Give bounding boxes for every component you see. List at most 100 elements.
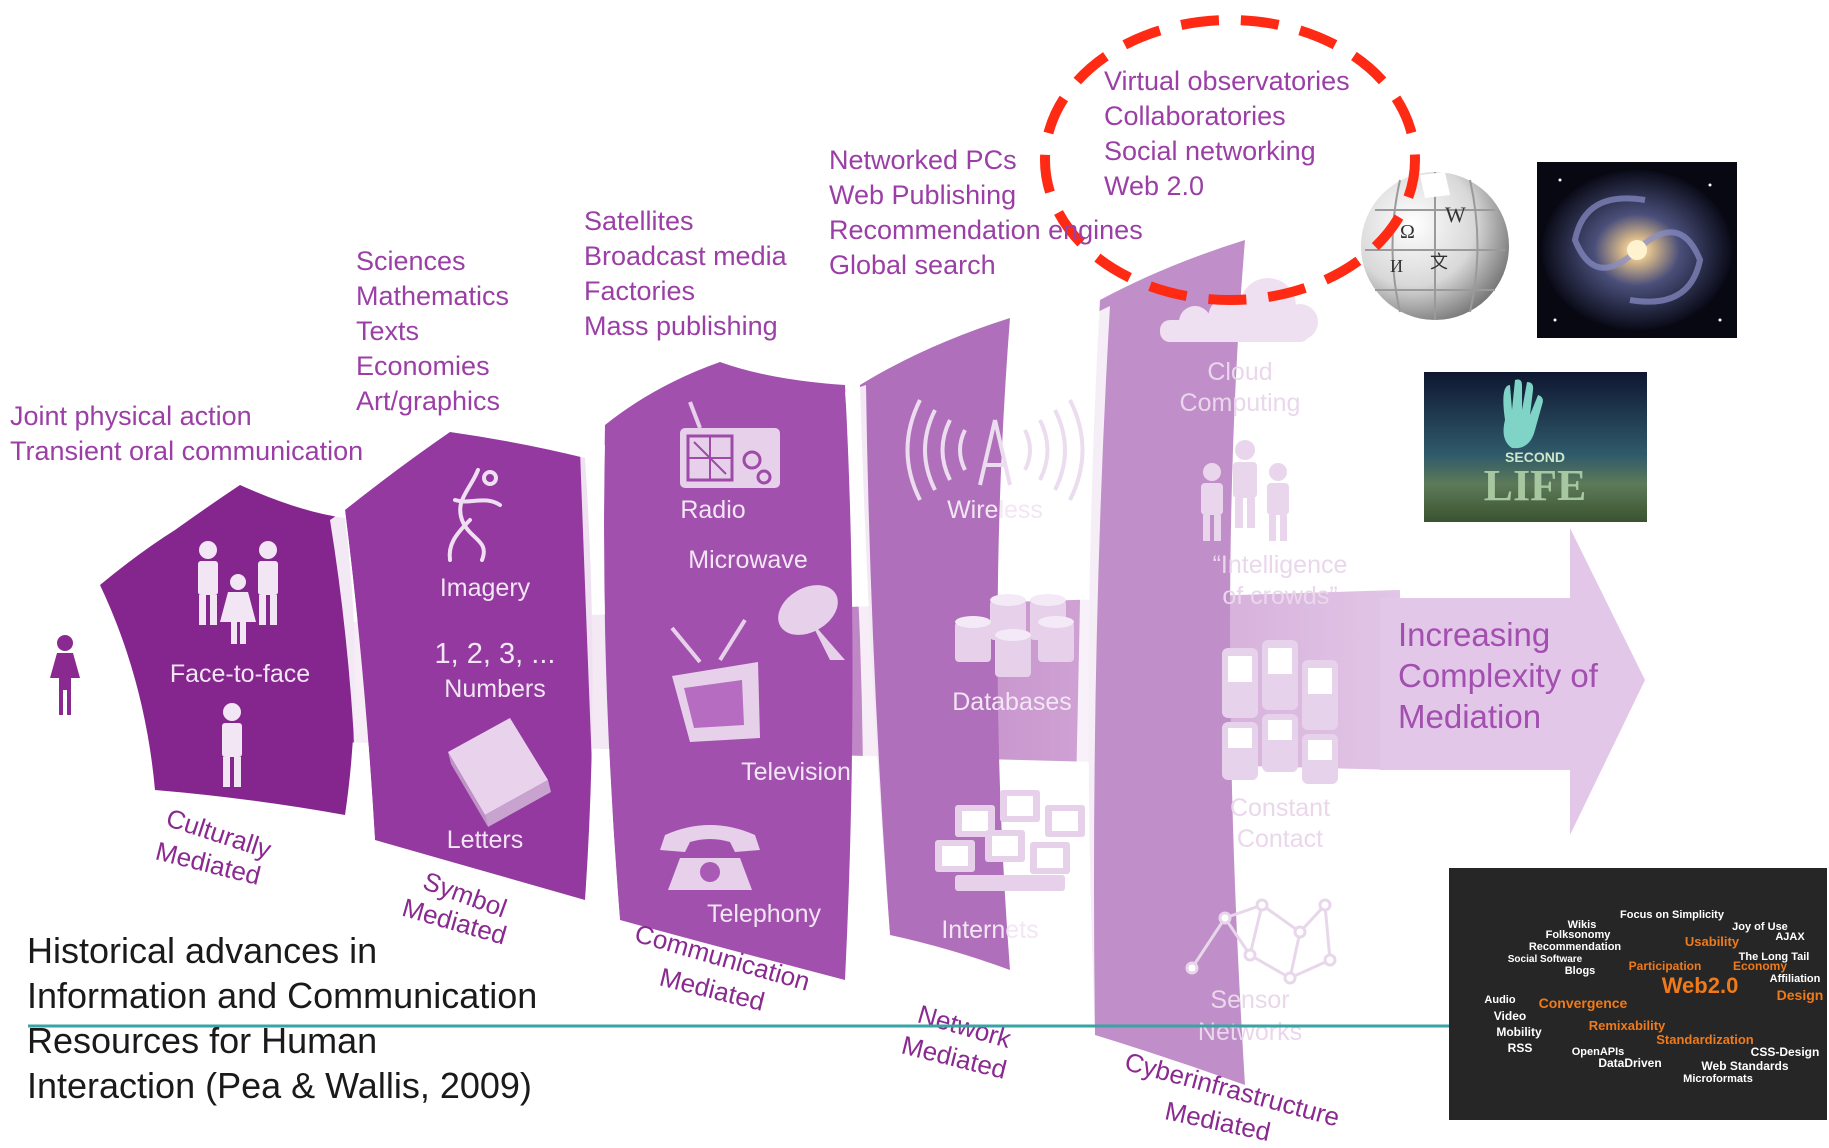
- tag-cloud-word: Social Software: [1508, 954, 1583, 965]
- second-life-image: SECOND LIFE: [1424, 372, 1647, 522]
- computers-icon: [935, 790, 1085, 891]
- complexity-arrow: [1380, 528, 1645, 835]
- tag-cloud-word: Design: [1777, 987, 1824, 1003]
- tag-cloud-word: OpenAPIs: [1572, 1046, 1625, 1058]
- column-3-line: Factories: [584, 276, 696, 306]
- column-5-line: Web 2.0: [1104, 171, 1205, 201]
- svg-text:W: W: [1445, 202, 1466, 227]
- label-imagery: Imagery: [440, 574, 531, 602]
- panel-cyberinfrastructure: [1088, 240, 1245, 1085]
- column-1-line: Transient oral communication: [10, 436, 364, 466]
- column-5-line: Virtual observatories: [1104, 66, 1350, 96]
- tag-cloud-word: Folksonomy: [1546, 929, 1612, 941]
- tag-cloud-word: The Long Tail: [1739, 951, 1810, 963]
- tag-cloud-word: Recommendation: [1529, 941, 1622, 953]
- column-4-text: Networked PCs Web Publishing Recommendat…: [829, 143, 1143, 283]
- tag-cloud-word: Audio: [1484, 994, 1515, 1006]
- label-numbers: Numbers: [444, 675, 545, 703]
- column-5-line: Collaboratories: [1104, 101, 1286, 131]
- imagery-icon: [447, 468, 502, 562]
- label-contact-1: Constant: [1230, 794, 1330, 822]
- highlight-oval: [1040, 15, 1420, 305]
- label-microwave: Microwave: [688, 546, 807, 574]
- label-sensor-1: Sensor: [1210, 986, 1289, 1014]
- column-4-line: Recommendation engines: [829, 215, 1143, 245]
- column-3-text: Satellites Broadcast media Factories Mas…: [584, 204, 787, 344]
- tag-cloud-word: Web2.0: [1662, 973, 1739, 998]
- tag-cloud-word: Blogs: [1565, 965, 1596, 977]
- label-sensor-2: Networks: [1198, 1018, 1302, 1046]
- column-3-line: Mass publishing: [584, 311, 778, 341]
- column-4-line: Web Publishing: [829, 180, 1017, 210]
- tag-cloud-word: Convergence: [1539, 995, 1628, 1011]
- svg-text:LIFE: LIFE: [1484, 461, 1587, 510]
- label-crowds-1: “Intelligence: [1213, 551, 1348, 579]
- column-1-line: Joint physical action: [10, 401, 252, 431]
- book-icon: [448, 718, 551, 827]
- label-numbers-glyph: 1, 2, 3, ...: [435, 638, 556, 670]
- column-2-line: Art/graphics: [356, 386, 501, 416]
- crowd-icon: [1201, 440, 1289, 541]
- tag-cloud-word: Focus on Simplicity: [1620, 909, 1725, 921]
- tag-cloud-word: Web Standards: [1701, 1059, 1788, 1073]
- column-4-line: Global search: [829, 250, 996, 280]
- column-2-line: Mathematics: [356, 281, 510, 311]
- galaxy-image: [1537, 162, 1737, 338]
- tag-cloud-word: Affiliation: [1770, 973, 1821, 985]
- column-5-line: Social networking: [1104, 136, 1316, 166]
- label-cloud-2: Computing: [1180, 389, 1301, 417]
- arrow-text-2: Complexity of: [1398, 657, 1599, 694]
- column-4-line: Networked PCs: [829, 145, 1017, 175]
- label-crowds-2: of crowds”: [1222, 582, 1337, 610]
- caption-line: Resources for Human: [27, 1020, 378, 1061]
- svg-text:SECOND: SECOND: [1505, 449, 1565, 465]
- arrow-text-3: Mediation: [1398, 698, 1541, 735]
- tag-cloud-word: Standardization: [1656, 1032, 1754, 1047]
- caption-line: Information and Communication: [27, 975, 538, 1016]
- telephone-icon: [660, 825, 760, 890]
- tag-cloud-word: Video: [1494, 1009, 1526, 1023]
- column-2-line: Economies: [356, 351, 490, 381]
- figure-caption: Historical advances in Information and C…: [27, 928, 537, 1108]
- television-icon: [670, 618, 760, 742]
- radio-icon: [680, 401, 780, 488]
- svg-text:И: И: [1390, 256, 1403, 276]
- label-databases: Databases: [952, 688, 1072, 716]
- column-5-text: Virtual observatories Collaboratories So…: [1104, 64, 1350, 204]
- arrow-text-1: Increasing: [1398, 616, 1550, 653]
- label-letters: Letters: [447, 826, 523, 854]
- wikipedia-globe-image: Ω W И 文: [1361, 172, 1509, 320]
- tag-cloud-word: Remixability: [1589, 1018, 1666, 1033]
- tag-cloud-word: Joy of Use: [1732, 921, 1788, 933]
- databases-icon: [955, 594, 1074, 677]
- svg-text:文: 文: [1430, 252, 1448, 273]
- satellite-dish-icon: [778, 585, 845, 660]
- wireless-tower-icon: [905, 399, 1085, 501]
- caption-line: Interaction (Pea & Wallis, 2009): [27, 1065, 532, 1106]
- label-cloud-1: Cloud: [1207, 358, 1272, 386]
- label-wireless: Wireless: [947, 496, 1043, 524]
- person-icon: [50, 635, 80, 715]
- column-3-line: Satellites: [584, 206, 694, 236]
- label-telephony: Telephony: [707, 900, 821, 928]
- label-contact-2: Contact: [1237, 825, 1323, 853]
- column-1-text: Joint physical action Transient oral com…: [10, 399, 363, 469]
- caption-line: Historical advances in: [27, 930, 378, 971]
- column-2-line: Texts: [356, 316, 420, 346]
- column-2-text: Sciences Mathematics Texts Economies Art…: [356, 244, 509, 419]
- tag-cloud-word: Participation: [1629, 959, 1702, 973]
- tag-cloud-word: Usability: [1685, 934, 1740, 949]
- panel-culturally: [100, 485, 355, 815]
- svg-text:Ω: Ω: [1400, 221, 1415, 243]
- family-icon: [198, 541, 278, 644]
- cloud-icon: [1160, 278, 1318, 342]
- column-3-line: Broadcast media: [584, 241, 787, 271]
- tag-cloud-word: Microformats: [1683, 1073, 1753, 1085]
- tag-cloud-word: RSS: [1508, 1041, 1533, 1055]
- tag-cloud-word: DataDriven: [1598, 1056, 1661, 1070]
- sensor-network-icon: [1185, 898, 1337, 985]
- tag-cloud-word: Economy: [1733, 959, 1787, 973]
